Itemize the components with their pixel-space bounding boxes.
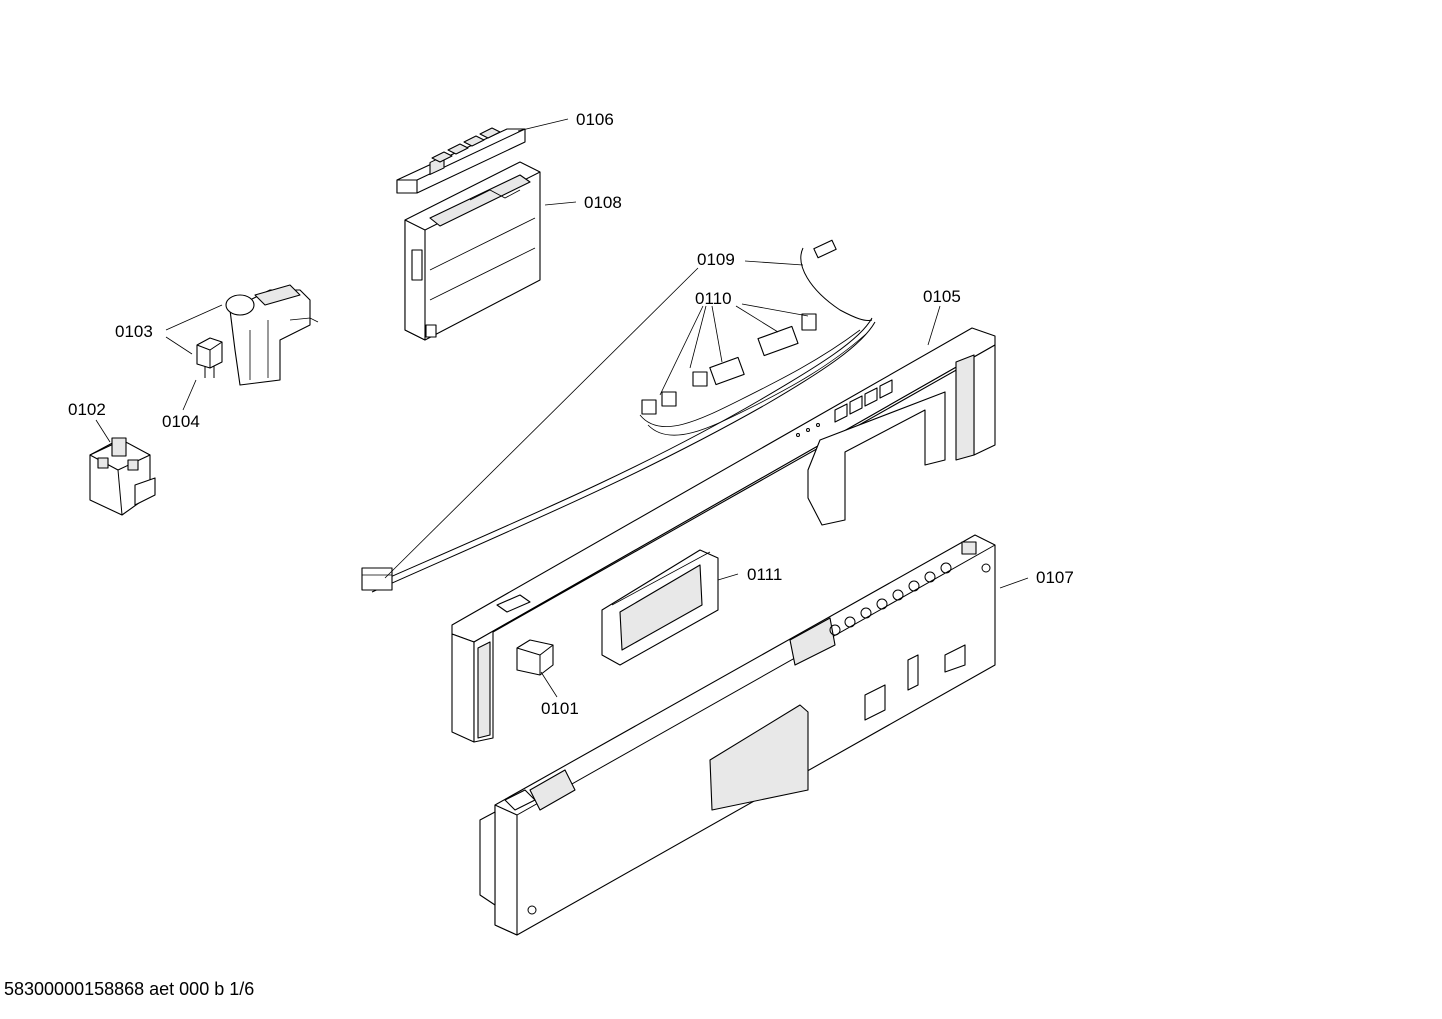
part-0106-button-strip (396, 127, 526, 194)
part-labels: 0106 0108 0103 0104 0102 0109 0110 0105 … (68, 110, 1074, 718)
label-0107: 0107 (1036, 568, 1074, 587)
label-0104: 0104 (162, 412, 200, 431)
part-0104-relay (196, 337, 223, 378)
footer-reference: 58300000158868 aet 000 b 1/6 (4, 979, 255, 999)
label-0101: 0101 (541, 699, 579, 718)
part-0105-front-panel (451, 327, 996, 743)
part-0102-switch (89, 437, 156, 516)
label-0103: 0103 (115, 322, 153, 341)
label-0105: 0105 (923, 287, 961, 306)
part-0101-block (516, 639, 554, 676)
label-0102: 0102 (68, 400, 106, 419)
label-0110: 0110 (695, 289, 732, 308)
part-0103-switch-assembly (225, 284, 319, 386)
label-0108: 0108 (584, 193, 622, 212)
leader-lines (95, 118, 1029, 698)
part-0110-connectors (641, 313, 817, 415)
label-0109: 0109 (697, 250, 735, 269)
label-0111: 0111 (747, 565, 782, 584)
part-0107-rear-panel (479, 534, 996, 936)
part-0108-control-module (404, 161, 541, 341)
label-0106: 0106 (576, 110, 614, 129)
part-0111-handle-frame (601, 549, 719, 666)
part-0109-cable-harness (361, 239, 876, 593)
